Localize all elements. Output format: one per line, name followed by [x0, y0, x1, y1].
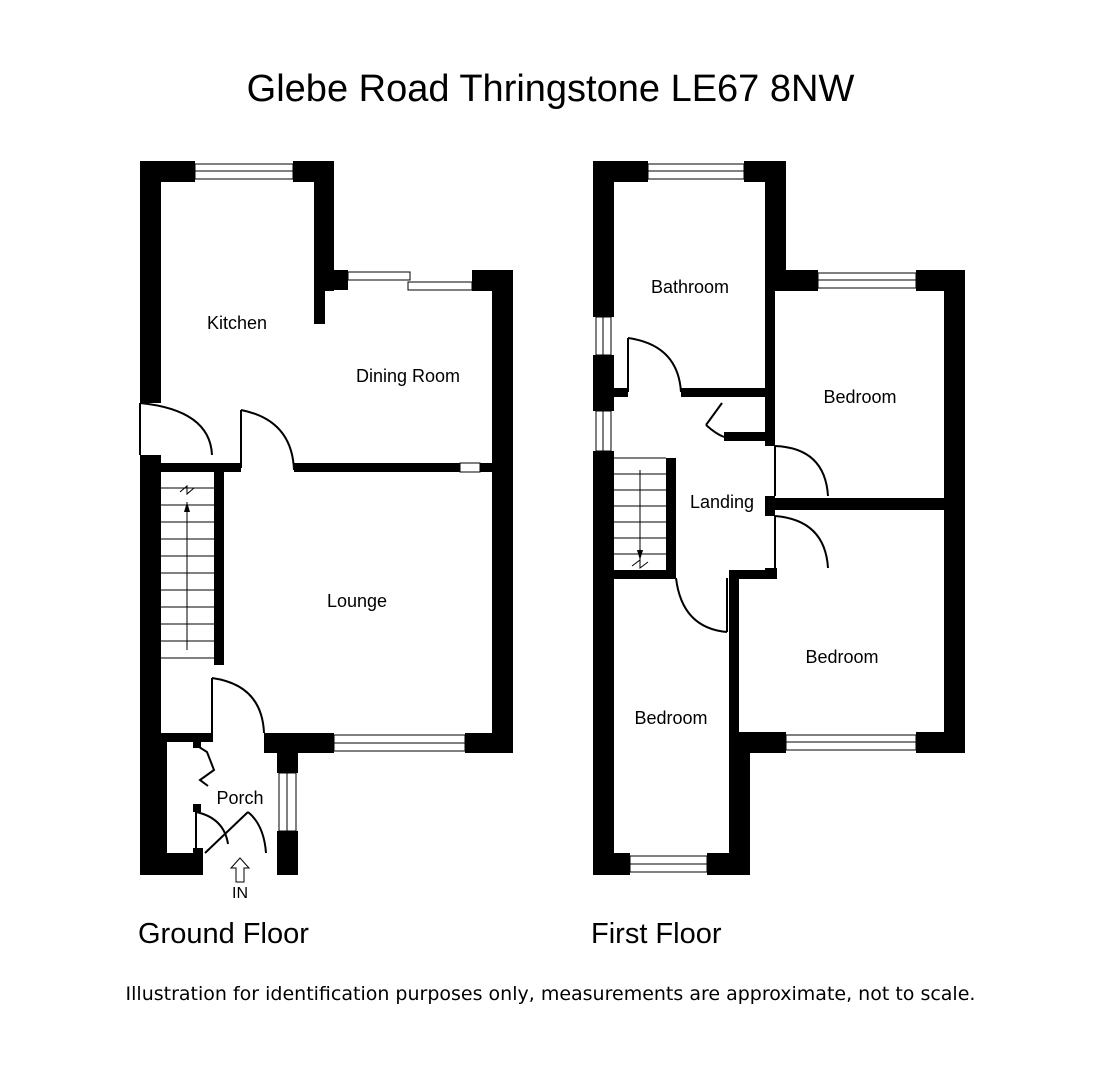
first-floor-label: First Floor: [591, 918, 722, 950]
room-label-dining-room: Dining Room: [356, 366, 460, 386]
first-floor-plan: Bathroom Bedroom Landing Bedroom Bedroom: [593, 161, 965, 875]
ground-stairs: [161, 484, 214, 659]
ground-floor-plan: Kitchen Dining Room Lounge Porch IN: [139, 161, 513, 902]
room-label-bathroom: Bathroom: [651, 277, 729, 297]
room-label-porch: Porch: [216, 788, 263, 808]
dining-patio-door: [347, 271, 411, 281]
entrance-arrow: [229, 857, 251, 883]
disclaimer-text: Illustration for identification purposes…: [125, 983, 976, 1005]
first-floor-stairs: [614, 457, 666, 569]
room-label-bedroom-bottom-right: Bedroom: [805, 647, 878, 667]
room-label-bedroom-left: Bedroom: [634, 708, 707, 728]
room-label-landing: Landing: [690, 492, 754, 512]
ground-floor-label: Ground Floor: [138, 918, 309, 950]
page-title: Glebe Road Thringstone LE67 8NW: [246, 68, 855, 110]
room-label-bedroom-top-right: Bedroom: [823, 387, 896, 407]
room-label-lounge: Lounge: [327, 591, 387, 611]
room-label-kitchen: Kitchen: [207, 313, 267, 333]
entrance-label: IN: [232, 885, 248, 902]
